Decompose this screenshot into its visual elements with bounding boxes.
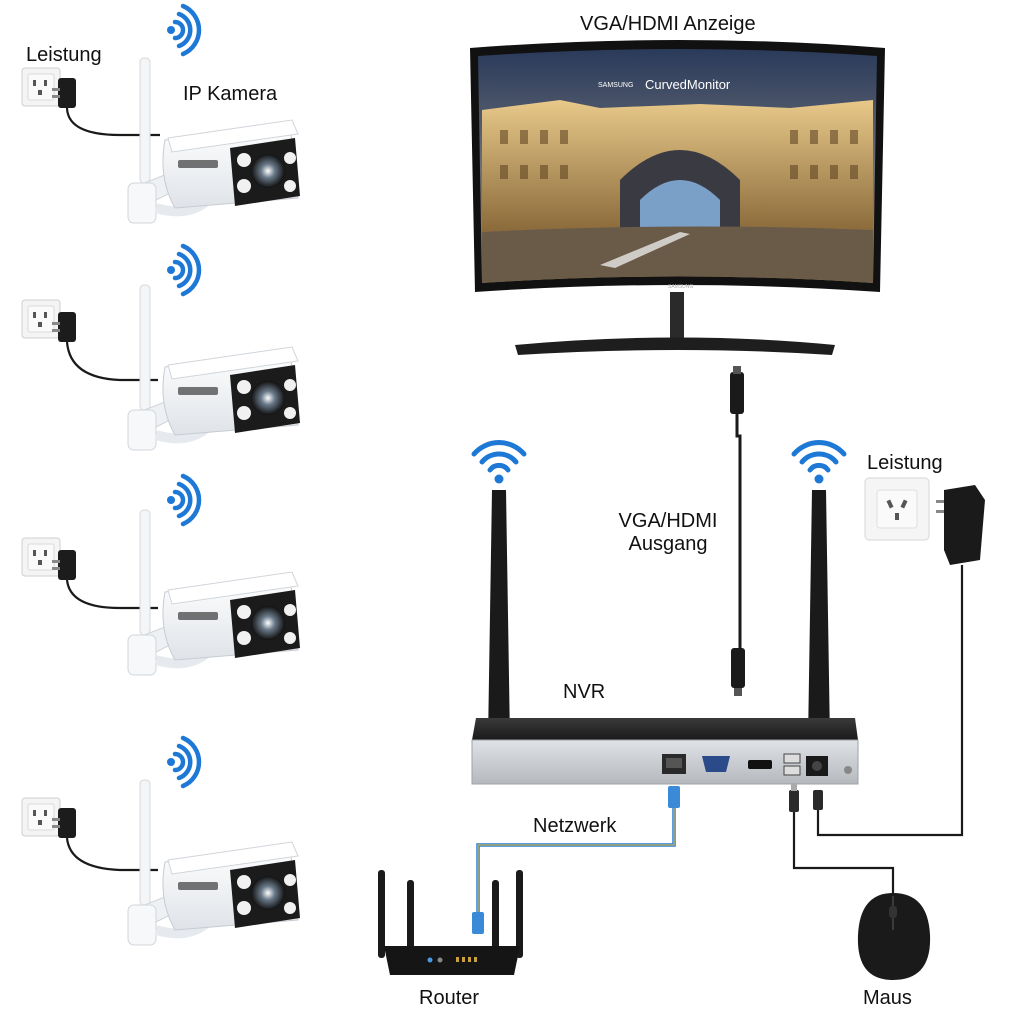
wifi-signal-icon — [167, 476, 199, 524]
power-outlet-icon — [21, 67, 61, 107]
camera-unit-1 — [21, 6, 300, 223]
hdmi-port-icon — [748, 760, 772, 769]
wifi-signal-icon — [167, 6, 199, 54]
display-label: VGA/HDMI Anzeige — [580, 13, 756, 35]
output-label-line1: VGA/HDMI — [618, 510, 718, 532]
monitor-brand: SAMSUNG — [598, 82, 633, 89]
camera-unit-4 — [21, 738, 300, 945]
usb-port-icon — [783, 753, 801, 764]
monitor-bezel-brand: SAMSUNG — [668, 284, 693, 290]
nvr-antenna-left — [486, 490, 514, 752]
vga-hdmi-cable — [730, 366, 745, 696]
usb-port-icon — [783, 765, 801, 776]
camera-unit-2 — [21, 246, 300, 450]
power-supply-right — [813, 477, 985, 837]
nvr-wifi-right-icon — [794, 443, 844, 484]
ip-camera-icon — [128, 285, 300, 450]
nvr-wifi-left-icon — [474, 443, 524, 484]
power-cable — [65, 107, 160, 137]
wifi-signal-icon — [167, 738, 199, 786]
router-label: Router — [419, 987, 480, 1009]
power-adapter-icon — [936, 485, 985, 565]
nvr-device-icon — [471, 490, 859, 785]
mouse-icon — [857, 893, 931, 980]
monitor-icon: SAMSUNG CurvedMonitor SAMSUNG — [470, 40, 885, 355]
wifi-signal-icon — [167, 246, 199, 294]
output-label-line2: Ausgang — [628, 533, 708, 555]
power-label-right: Leistung — [867, 452, 943, 474]
power-outlet-icon — [21, 299, 61, 339]
power-cable — [65, 341, 158, 382]
mouse-cable — [789, 783, 895, 895]
network-cable — [472, 786, 680, 934]
output-label: VGA/HDMI Ausgang — [608, 510, 728, 556]
router-icon — [378, 870, 523, 975]
power-outlet-icon — [21, 797, 61, 837]
nvr-label: NVR — [563, 681, 606, 703]
ip-camera-icon — [128, 780, 300, 945]
mouse-label: Maus — [863, 987, 912, 1009]
power-label-left: Leistung — [26, 44, 102, 66]
camera-unit-3 — [21, 476, 300, 675]
nvr-antenna-right — [806, 490, 834, 752]
ip-camera-icon — [128, 510, 300, 675]
ip-camera-label: IP Kamera — [183, 83, 278, 105]
monitor-model: CurvedMonitor — [645, 77, 731, 92]
vga-port-icon — [702, 756, 730, 772]
power-outlet-icon — [21, 537, 61, 577]
power-cable — [816, 565, 964, 837]
power-cable — [65, 579, 158, 610]
power-cable — [65, 837, 158, 872]
network-label: Netzwerk — [533, 815, 617, 837]
